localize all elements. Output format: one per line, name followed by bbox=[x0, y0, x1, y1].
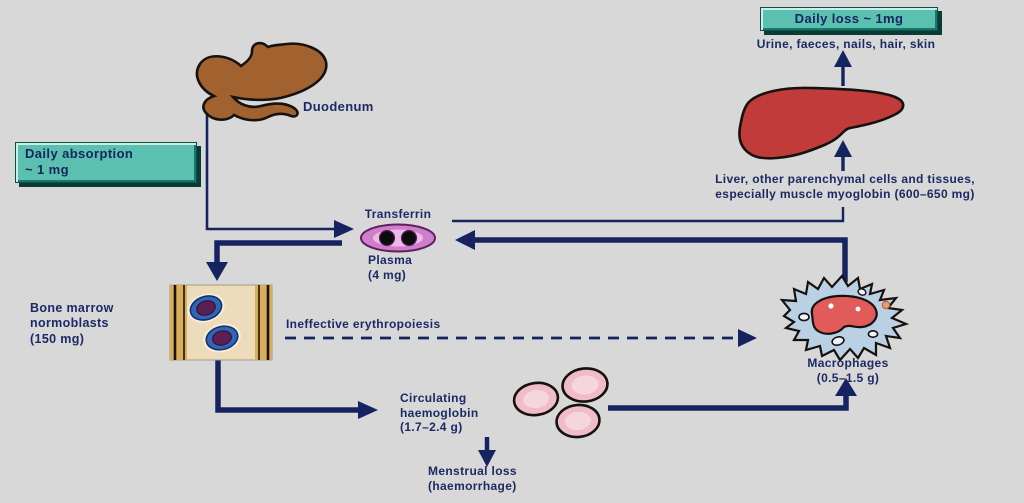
arrowhead-down-marrow bbox=[206, 262, 228, 281]
liver-caption: Liver, other parenchymal cells and tissu… bbox=[715, 172, 975, 201]
transferrin-label: Transferrin bbox=[364, 207, 432, 221]
bone-marrow-normoblasts-illustration bbox=[169, 284, 273, 361]
macrophages-label: Macrophages (0.5–1.5 g) bbox=[807, 356, 888, 385]
daily-loss-label: Daily loss ~ 1mg bbox=[794, 11, 904, 26]
urine-loss-label: Urine, faeces, nails, hair, skin bbox=[756, 37, 936, 51]
arrowhead-dashed-macrophage bbox=[738, 329, 757, 347]
plasma-label-line1: Plasma bbox=[368, 253, 413, 267]
arrowhead-up-macrophage bbox=[835, 378, 857, 396]
arrowheads bbox=[206, 50, 857, 467]
menstrual-loss-label: Menstrual loss (haemorrhage) bbox=[428, 464, 517, 493]
arrowhead-up-loss bbox=[834, 50, 852, 67]
red-blood-cells-icon bbox=[512, 367, 609, 439]
arrow-duodenum-to-transferrin bbox=[205, 112, 336, 231]
liver-illustration bbox=[738, 86, 905, 160]
menstrual-loss-line2: (haemorrhage) bbox=[428, 478, 517, 493]
macrophage-nucleus bbox=[810, 294, 878, 335]
connector-lines bbox=[205, 62, 849, 453]
arrow-marrow-to-haemoglobin bbox=[215, 358, 362, 413]
arrow-transferrin-to-marrow bbox=[214, 240, 342, 266]
daily-absorption-line2: ~ 1 mg bbox=[25, 162, 69, 178]
daily-absorption-line1: Daily absorption bbox=[25, 146, 134, 161]
menstrual-loss-line1: Menstrual loss bbox=[428, 464, 517, 478]
macrophage-illustration bbox=[779, 274, 910, 362]
macrophage-granule bbox=[881, 300, 891, 310]
stomach-duodenum-illustration bbox=[195, 41, 328, 122]
macrophages-label-line1: Macrophages bbox=[807, 356, 889, 370]
arrowhead-down-menstrual bbox=[478, 450, 496, 467]
normoblast-cell bbox=[187, 293, 225, 323]
arrowhead-right-transferrin bbox=[334, 220, 354, 238]
plasma-label: Plasma (4 mg) bbox=[368, 253, 412, 282]
bone-marrow-label-line2: normoblasts bbox=[30, 316, 109, 331]
arrowhead-left-transferrin bbox=[455, 230, 475, 250]
circulating-haemoglobin-label: Circulating haemoglobin (1.7–2.4 g) bbox=[400, 391, 479, 435]
circulating-haemoglobin-line3: (1.7–2.4 g) bbox=[400, 420, 463, 435]
liver-caption-line2: especially muscle myoglobin (600–650 mg) bbox=[715, 186, 975, 201]
arrow-rbc-to-macrophage bbox=[608, 394, 849, 411]
duodenum-label: Duodenum bbox=[303, 99, 374, 114]
macrophages-label-line2: (0.5–1.5 g) bbox=[816, 370, 880, 385]
liver-caption-line1: Liver, other parenchymal cells and tissu… bbox=[715, 172, 975, 186]
ineffective-erythropoiesis-label: Ineffective erythropoiesis bbox=[286, 317, 441, 331]
bone-marrow-label-line1: Bone marrow bbox=[30, 301, 114, 315]
arrow-macrophage-to-transferrin bbox=[470, 237, 848, 282]
bone-marrow-label-line3: (150 mg) bbox=[30, 331, 85, 346]
daily-absorption-box: Daily absorption ~ 1 mg bbox=[15, 142, 197, 183]
normoblast-cell bbox=[203, 323, 241, 353]
arrowhead-right-haemoglobin bbox=[358, 401, 378, 419]
plasma-label-line2: (4 mg) bbox=[368, 267, 407, 282]
bone-marrow-label: Bone marrow normoblasts (150 mg) bbox=[30, 301, 114, 347]
arrowhead-up-liver bbox=[834, 140, 852, 157]
arrow-transferrin-to-liver bbox=[452, 207, 845, 223]
circulating-haemoglobin-line1: Circulating bbox=[400, 391, 467, 405]
transferrin-cell-icon bbox=[360, 223, 436, 253]
circulating-haemoglobin-line2: haemoglobin bbox=[400, 405, 479, 420]
daily-loss-box: Daily loss ~ 1mg bbox=[760, 7, 938, 32]
